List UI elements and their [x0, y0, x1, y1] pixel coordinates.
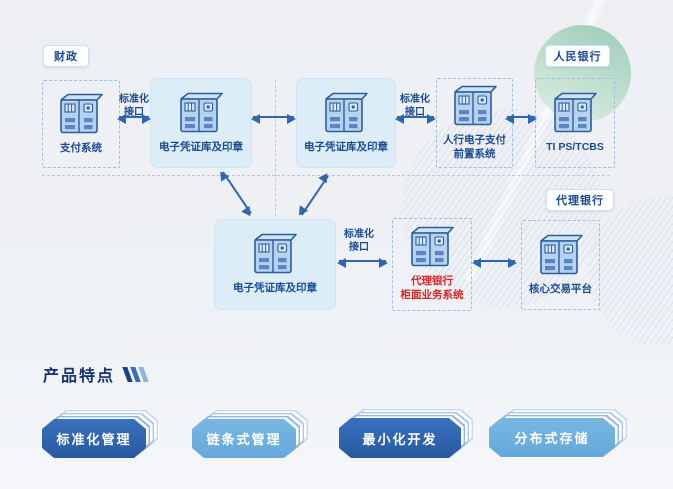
node-core-platform: 核心交易平台 [521, 220, 600, 310]
node-evoucher-top-right: 电子凭证库及印章 [296, 78, 396, 168]
zone-tag-agent-bank: 代理银行 [546, 189, 614, 211]
double-arrow [251, 114, 296, 124]
node-label: 人行电子支付 前置系统 [443, 133, 506, 160]
server-icon [552, 92, 598, 134]
node-label: 电子凭证库及印章 [304, 140, 388, 153]
server-icon [178, 92, 224, 134]
node-label-alert: 代理银行 柜面业务系统 [400, 275, 464, 301]
feature-ribbon-standardized-management: 标准化管理 [42, 419, 146, 458]
zone-divider-vertical [275, 80, 276, 216]
double-arrow [117, 114, 151, 124]
node-evoucher-top-left: 电子凭证库及印章 [150, 78, 252, 168]
zone-tag-peoples-bank: 人民银行 [545, 45, 610, 67]
double-arrow-diagonal [222, 171, 252, 215]
node-label: 支付系统 [60, 141, 102, 154]
node-evoucher-center: 电子凭证库及印章 [214, 219, 336, 310]
double-arrow [337, 258, 388, 268]
connector-label-standard-interface: 标准化接口 [344, 229, 374, 253]
server-icon [58, 93, 104, 135]
node-label: 电子凭证库及印章 [159, 140, 243, 153]
node-payment-system: 支付系统 [42, 80, 120, 168]
node-agent-counter-system: 代理银行 柜面业务系统 [392, 218, 472, 311]
node-label: TI PS/TCBS [546, 140, 604, 153]
server-icon [538, 234, 584, 276]
server-icon [409, 226, 455, 268]
node-tips-tcbs: TI PS/TCBS [535, 78, 615, 168]
node-label: 核心交易平台 [529, 282, 592, 295]
server-icon [452, 85, 498, 127]
server-icon [252, 233, 298, 275]
triple-slash-icon [122, 366, 149, 382]
double-arrow [472, 258, 517, 268]
connector-label-standard-interface: 标准化接口 [400, 94, 430, 118]
server-icon [323, 92, 369, 134]
ribbon-label: 链条式管理 [192, 419, 296, 458]
double-arrow-diagonal [300, 175, 329, 216]
double-arrow [505, 114, 537, 124]
ribbon-label: 最小化开发 [339, 418, 461, 458]
features-heading-row: 产品特点 [43, 362, 149, 386]
node-pboc-frontend: 人行电子支付 前置系统 [436, 78, 513, 168]
feature-ribbon-chain-management: 链条式管理 [192, 419, 296, 458]
ribbon-label: 分布式存储 [489, 418, 615, 457]
double-arrow [395, 114, 436, 124]
feature-ribbon-distributed-storage: 分布式存储 [489, 418, 615, 457]
features-heading: 产品特点 [43, 368, 116, 385]
zone-tag-finance: 财政 [43, 45, 89, 67]
feature-ribbon-minimal-development: 最小化开发 [339, 418, 461, 458]
ribbon-label: 标准化管理 [42, 419, 146, 458]
node-label: 电子凭证库及印章 [233, 282, 317, 295]
connector-label-standard-interface: 标准化接口 [119, 94, 149, 118]
